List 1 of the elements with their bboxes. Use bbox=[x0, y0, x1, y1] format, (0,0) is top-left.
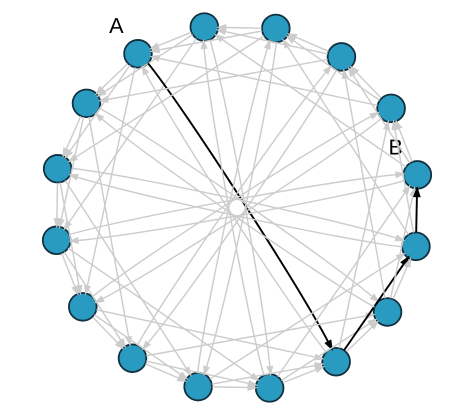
node-label: A bbox=[109, 13, 124, 38]
